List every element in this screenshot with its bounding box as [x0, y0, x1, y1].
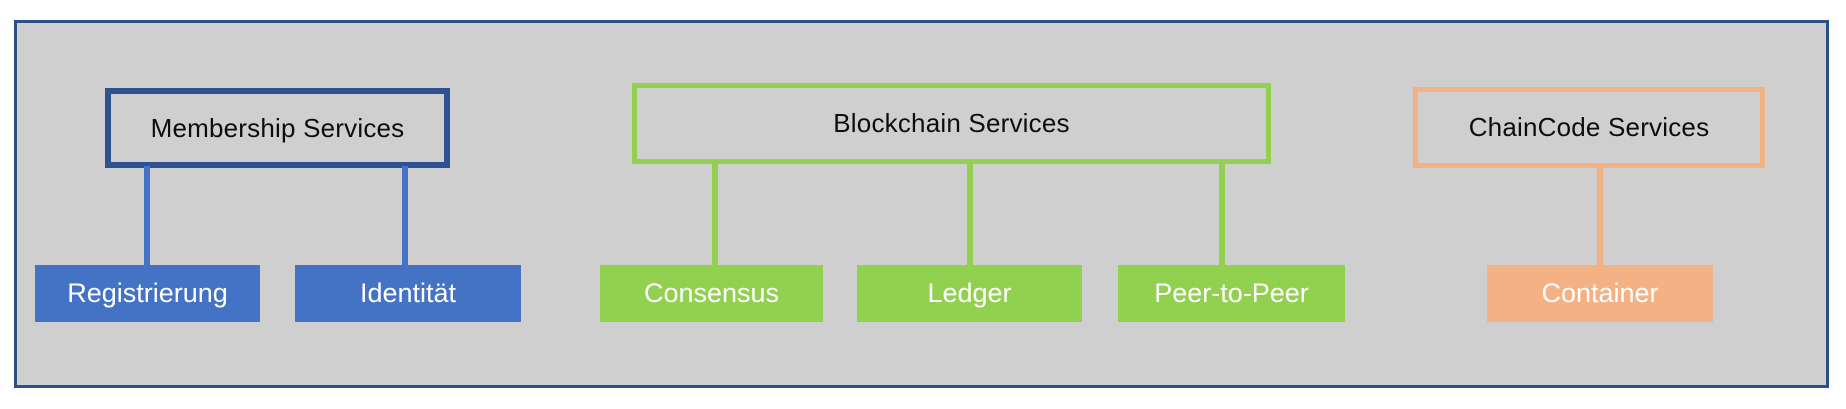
- diagram-frame: [14, 20, 1829, 388]
- chaincode-services-title: ChainCode Services: [1468, 112, 1710, 142]
- container-box: Container: [1487, 265, 1713, 322]
- peer-to-peer-label: Peer-to-Peer: [1154, 278, 1309, 308]
- blockchain-services-title: Blockchain Services: [833, 108, 1070, 138]
- ledger-box: Ledger: [857, 265, 1082, 322]
- connector-blockchain-ledger: [967, 162, 973, 265]
- ledger-label: Ledger: [927, 278, 1012, 308]
- chaincode-services-box: ChainCode Services: [1413, 87, 1765, 168]
- membership-services-box: Membership Services: [105, 88, 450, 168]
- connector-membership-registrierung: [144, 166, 150, 265]
- consensus-box: Consensus: [600, 265, 823, 322]
- membership-services-title: Membership Services: [150, 112, 405, 143]
- blockchain-services-box: Blockchain Services: [632, 83, 1271, 164]
- peer-to-peer-box: Peer-to-Peer: [1118, 265, 1345, 322]
- connector-blockchain-consensus: [712, 162, 718, 265]
- registrierung-label: Registrierung: [67, 278, 228, 308]
- connector-chaincode-container: [1597, 166, 1603, 265]
- identitaet-label: Identität: [359, 278, 457, 308]
- container-label: Container: [1541, 278, 1659, 308]
- consensus-label: Consensus: [643, 278, 780, 308]
- connector-blockchain-peer: [1219, 162, 1225, 265]
- registrierung-box: Registrierung: [35, 265, 260, 322]
- identitaet-box: Identität: [295, 265, 521, 322]
- connector-membership-identitaet: [402, 166, 408, 265]
